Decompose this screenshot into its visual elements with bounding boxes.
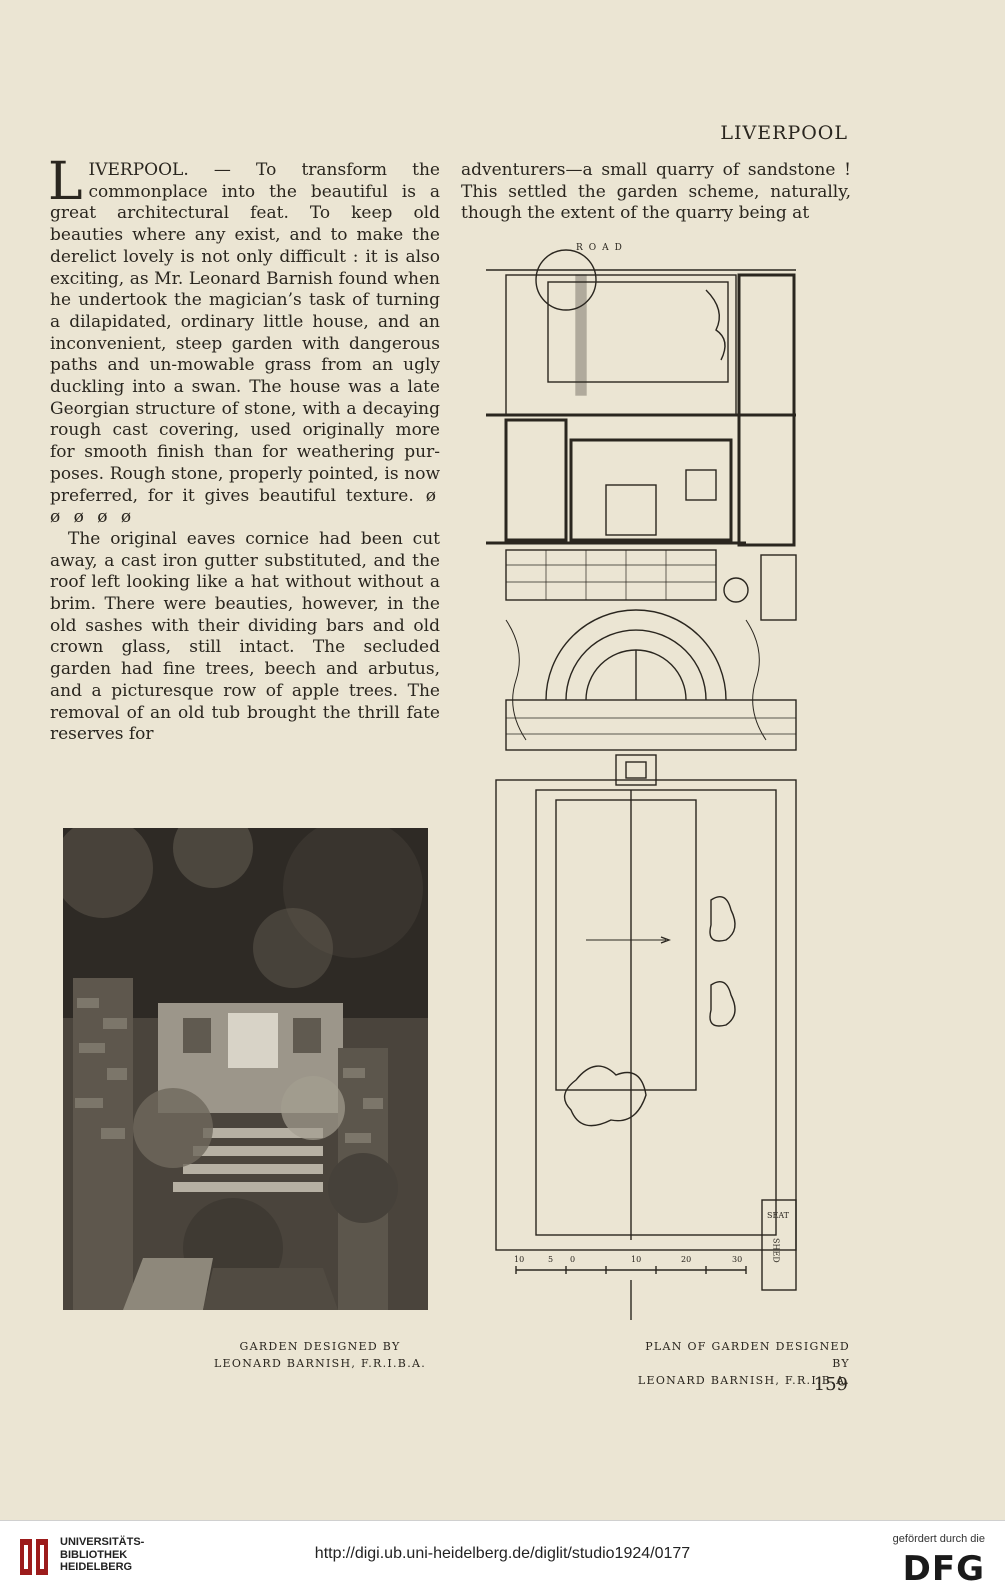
plan-shed-label: SHED (772, 1238, 781, 1263)
scale-label: 20 (681, 1255, 691, 1264)
plan-seat-label: SEAT (767, 1211, 790, 1220)
running-head: LIVERPOOL (720, 122, 848, 144)
scale-label: 5 (548, 1255, 553, 1264)
funding-label: gefördert durch die (892, 1533, 985, 1545)
photo-caption-line-1: GARDEN DESIGNED BY (239, 1340, 401, 1353)
garden-photograph (63, 828, 428, 1310)
library-logo-icon (20, 1539, 48, 1575)
plan-caption-line-2: LEONARD BARNISH, F.R.I.B.A. (637, 1374, 850, 1387)
page-number: 159 (813, 1374, 848, 1395)
viewer-footer: UNIVERSITÄTS- BIBLIOTHEK HEIDELBERG http… (0, 1520, 1005, 1592)
library-name-line: BIBLIOTHEK (60, 1548, 128, 1561)
library-name-line: HEIDELBERG (60, 1561, 133, 1573)
plan-caption: PLAN OF GARDEN DESIGNED BY LEONARD BARNI… (630, 1338, 850, 1389)
paragraph-1-text: IVERPOOL. — To transform the commonplace… (50, 160, 440, 506)
library-name-line: UNIVERSITÄTS- (60, 1536, 145, 1548)
permalink-url[interactable]: http://digi.ub.uni-heidelberg.de/diglit/… (314, 1545, 691, 1562)
scale-label: 10 (514, 1255, 524, 1264)
garden-plan-drawing: ROAD (486, 240, 846, 1320)
library-name: UNIVERSITÄTS- BIBLIOTHEK HEIDELBERG (60, 1536, 144, 1574)
photo-caption: GARDEN DESIGNED BY LEONARD BARNISH, F.R.… (200, 1338, 440, 1372)
plan-caption-line-1: PLAN OF GARDEN DESIGNED BY (645, 1340, 850, 1370)
scale-label: 0 (570, 1255, 575, 1264)
plan-road-label: ROAD (576, 243, 628, 253)
leaf-ornaments: ø ø ø ø ø (50, 485, 440, 528)
scale-label: 10 (631, 1255, 641, 1264)
drop-cap: L (48, 152, 83, 212)
scale-label: 30 (732, 1255, 742, 1264)
article-paragraph-2: The original eaves cornice had been cut … (50, 528, 440, 745)
dfg-logo: DFG (902, 1549, 985, 1589)
article-right-column: adventurers—a small quarry of sandstone … (461, 160, 851, 224)
photo-caption-line-2: LEONARD BARNISH, F.R.I.B.A. (213, 1357, 427, 1370)
